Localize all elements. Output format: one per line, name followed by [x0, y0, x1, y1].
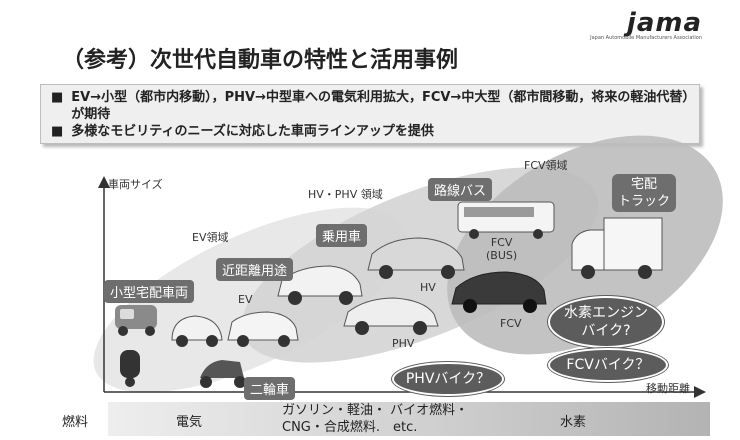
fcv-region-label: FCV領域: [524, 159, 568, 172]
logo-subtitle: Japan Automobile Manufacturers Associati…: [590, 35, 702, 41]
scooter-icon: [200, 360, 246, 388]
small-delivery-vehicle-icon: [115, 305, 157, 336]
micro-ev-icon: [171, 315, 223, 347]
hydrogen-bike-bubble: 水素エンジン バイク?: [548, 296, 664, 348]
small-delivery-tag: 小型宅配車両: [104, 280, 195, 303]
ev-compact-car-icon: [227, 311, 299, 347]
fcv-bike-bubble: FCVバイク？: [548, 348, 668, 382]
phv-car-icon: [343, 297, 439, 335]
fcv-car-icon: [451, 271, 547, 313]
page-title: （参考）次世代自動車の特性と活用事例: [62, 48, 459, 73]
bullet-marker: ■: [51, 124, 64, 139]
y-axis-label: 車両サイズ: [108, 178, 163, 191]
passenger-car-tag: 乗用車: [316, 224, 368, 247]
fuel-label: 燃料: [62, 415, 89, 430]
fuel-liquid: ガソリン・軽油・ バイオ燃料・ CNG・合成燃料. etc.: [282, 403, 469, 435]
delivery-truck-tag: 宅配 トラック: [612, 174, 677, 212]
logo-mark: jama: [626, 8, 702, 38]
phv-label: PHV: [392, 337, 415, 350]
fcv-label: FCV: [500, 317, 522, 330]
bullet-marker: ■: [51, 90, 64, 105]
phv-bike-bubble: PHVバイク？: [392, 362, 504, 396]
summary-box: ■ EV→小型（都市内移動），PHV→中型車への電気利用拡大，FCV→中大型（都…: [40, 84, 700, 144]
two-wheeler-tag: 二輪車: [244, 377, 296, 400]
fcv-bus-icon: [457, 201, 555, 239]
personal-mobility-icon: [120, 350, 140, 387]
hv-label: HV: [420, 281, 436, 294]
hv-phv-region-label: HV・PHV 領域: [308, 188, 383, 201]
bullet-text: EV→小型（都市内移動），PHV→中型車への電気利用拡大，FCV→中大型（都市間…: [71, 90, 689, 122]
ev-label: EV: [238, 293, 253, 306]
bullet-item: ■ 多様なモビリティのニーズに対応した車両ラインアップを提供: [51, 123, 689, 140]
delivery-truck-icon: [571, 217, 663, 279]
fcv-bus-label: FCV (BUS): [486, 236, 518, 262]
jama-logo: jama Japan Automobile Manufacturers Asso…: [590, 8, 702, 41]
x-axis-label: 移動距離: [646, 382, 690, 395]
short-distance-tag: 近距離用途: [216, 258, 294, 281]
hv-car-icon: [367, 237, 465, 279]
bullet-item: ■ EV→小型（都市内移動），PHV→中型車への電気利用拡大，FCV→中大型（都…: [51, 89, 689, 123]
fuel-bar: [108, 402, 710, 436]
fuel-electric: 電気: [176, 415, 203, 430]
fuel-hydrogen: 水素: [560, 415, 587, 430]
bullet-text: 多様なモビリティのニーズに対応した車両ラインアップを提供: [71, 124, 434, 139]
route-bus-tag: 路線バス: [428, 178, 493, 201]
ev-region-label: EV領域: [192, 231, 229, 244]
